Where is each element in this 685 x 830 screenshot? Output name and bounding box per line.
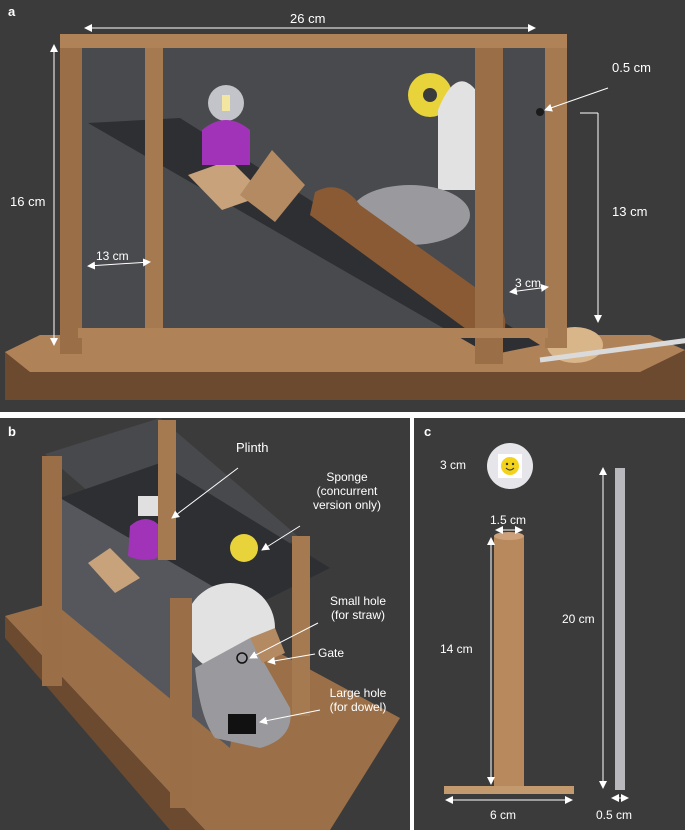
- frame-post: [42, 456, 62, 686]
- components-view: [444, 443, 629, 804]
- figurine: [202, 85, 250, 165]
- wooden-block: [240, 150, 305, 222]
- straw-hole: [536, 108, 544, 116]
- panel-letter-b: b: [8, 424, 16, 439]
- apparatus-oblique-view: [5, 418, 400, 830]
- frame-post: [145, 48, 163, 333]
- large-hole: [228, 714, 256, 734]
- straw: [615, 468, 625, 790]
- panel-letter-c: c: [424, 424, 432, 439]
- small-hole-label: Small hole (for straw): [329, 594, 387, 622]
- ball-label: 3 cm: [440, 458, 467, 472]
- sponge-label: Sponge (concurrent version only): [312, 470, 382, 512]
- panel-b: b Plinth Sponge (concurrent version only…: [0, 418, 410, 830]
- dowel-base: [444, 786, 574, 794]
- sponge: [230, 534, 258, 562]
- frame-post: [545, 48, 567, 348]
- slanted-board: [60, 463, 330, 608]
- frame-post: [60, 42, 82, 354]
- ball: [487, 443, 533, 489]
- wooden-block: [88, 548, 140, 593]
- straw-diameter-label: 0.5 cm: [596, 808, 633, 822]
- height-label: 16 cm: [10, 194, 46, 209]
- width-label: 26 cm: [290, 11, 326, 26]
- straw-length-label: 20 cm: [562, 612, 595, 626]
- panel-c: c 3 cm 1.5 cm 14 cm 6 cm 20 cm 0.5 cm: [414, 418, 685, 830]
- frame-top: [60, 34, 567, 48]
- frame-post: [292, 536, 310, 716]
- plinth-label: Plinth: [236, 440, 269, 455]
- dowel: [494, 536, 524, 788]
- base-width-label: 6 cm: [490, 808, 517, 822]
- hole-height-label: 13 cm: [612, 204, 648, 219]
- figurine: [128, 496, 162, 560]
- straw: [539, 338, 685, 363]
- depth-label: 13 cm: [96, 249, 129, 263]
- large-hole-label: Large hole (for dowel): [329, 686, 387, 714]
- frame-post: [475, 42, 503, 364]
- dowel: [310, 187, 506, 345]
- dowel-diameter-label: 1.5 cm: [490, 513, 527, 527]
- gap-label: 3 cm: [515, 276, 542, 290]
- panel-a: a 26 cm 16 cm 13 cm 13 cm 0.5 cm 3 cm: [0, 0, 685, 412]
- gate-label: Gate: [318, 646, 345, 660]
- frame-post: [158, 420, 176, 560]
- dowel-length-label: 14 cm: [440, 642, 473, 656]
- small-hole: [236, 652, 248, 664]
- apparatus-front-view: [5, 24, 685, 400]
- frame-post: [170, 598, 192, 808]
- hole-diameter-label: 0.5 cm: [612, 60, 652, 75]
- panel-letter-a: a: [8, 4, 16, 19]
